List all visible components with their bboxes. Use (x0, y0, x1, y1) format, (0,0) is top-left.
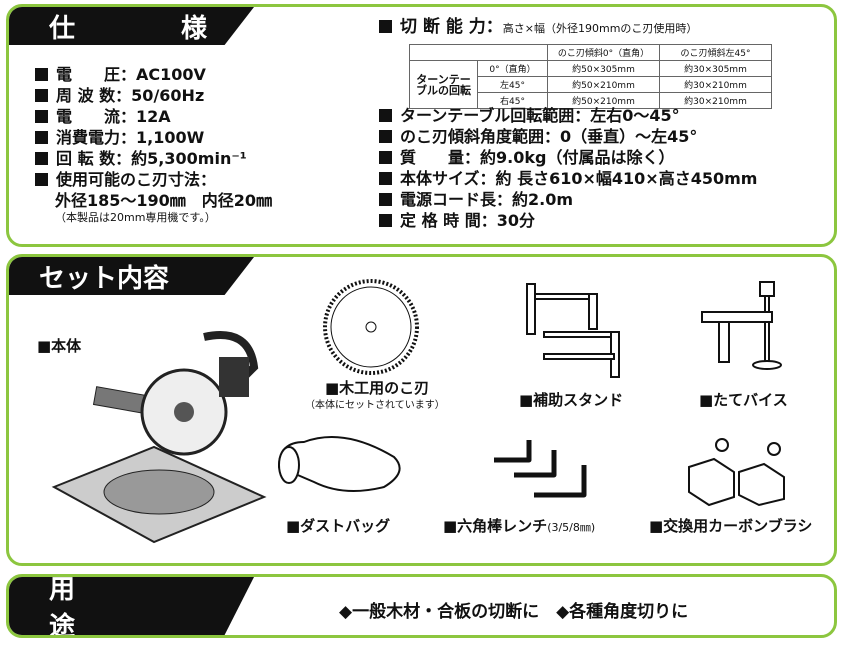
saw-blade-image (323, 279, 419, 375)
hex-wrench-image (494, 440, 587, 498)
set-title: セット内容 (9, 257, 254, 295)
vise-label: ■たてバイス (699, 391, 788, 409)
spec-right-list: ターンテーブル回転範囲：左右0～45° のこ刃傾斜角度範囲：0（垂直）～左45°… (379, 105, 757, 231)
spec-item: 消費電力：1,100W (35, 127, 272, 148)
stand-label: ■補助スタンド (519, 391, 624, 409)
miter-saw-image (51, 331, 267, 544)
spec-item: 電 流：12A (35, 106, 272, 127)
vise-image (701, 281, 782, 370)
bag-label: ■ダストバッグ (286, 517, 391, 535)
body-label: ■本体 (37, 337, 82, 355)
brush-label: ■交換用カーボンブラシ (649, 517, 813, 535)
blade-set-note: （本体にセットされています） (305, 400, 445, 411)
spec-item: 周 波 数：50/60Hz (35, 85, 272, 106)
spec-item: 使用可能のこ刃寸法： (35, 169, 272, 190)
aux-stand-image (526, 283, 620, 378)
spec-title: 仕 様 (9, 7, 254, 45)
spec-item: のこ刃傾斜角度範囲：0（垂直）～左45° (379, 126, 757, 147)
cut-capacity: 切 断 能 力：高さ×幅（外径190mmのこ刃使用時） (379, 16, 697, 39)
spec-panel: 仕 様 電 圧：AC100V 周 波 数：50/60Hz 電 流：12A 消費電… (6, 4, 837, 247)
carbon-brush-image (688, 438, 785, 507)
blade-size: 外径185～190㎜ 内径20㎜ (55, 191, 273, 210)
spec-item: 回 転 数：約5,300min⁻¹ (35, 148, 272, 169)
dust-bag-image (277, 436, 401, 492)
use-items: ◆一般木材・合板の切断に ◆各種角度切りに (339, 602, 689, 622)
blade-note: （本製品は20mm専用機です。） (55, 211, 216, 224)
spec-list: 電 圧：AC100V 周 波 数：50/60Hz 電 流：12A 消費電力：1,… (35, 64, 272, 225)
spec-item: 定 格 時 間：30分 (379, 210, 757, 231)
spec-item: 電 圧：AC100V (35, 64, 272, 85)
spec-item: 質 量：約9.0kg（付属品は除く） (379, 147, 757, 168)
wrench-label: ■六角棒レンチ(3/5/8㎜) (443, 517, 596, 535)
spec-item: 本体サイズ：約 長さ610×幅410×高さ450mm (379, 168, 757, 189)
use-title: 用 途 (9, 577, 254, 635)
blade-label: ■木工用のこ刃 (325, 379, 430, 397)
spec-item: 電源コード長：約2.0m (379, 189, 757, 210)
set-panel: セット内容 ■本体 ■木工用のこ刃 （本体にセットされています） ■補助スタンド… (6, 254, 837, 566)
use-panel: 用 途 ◆一般木材・合板の切断に ◆各種角度切りに (6, 574, 837, 638)
spec-item: ターンテーブル回転範囲：左右0～45° (379, 105, 757, 126)
